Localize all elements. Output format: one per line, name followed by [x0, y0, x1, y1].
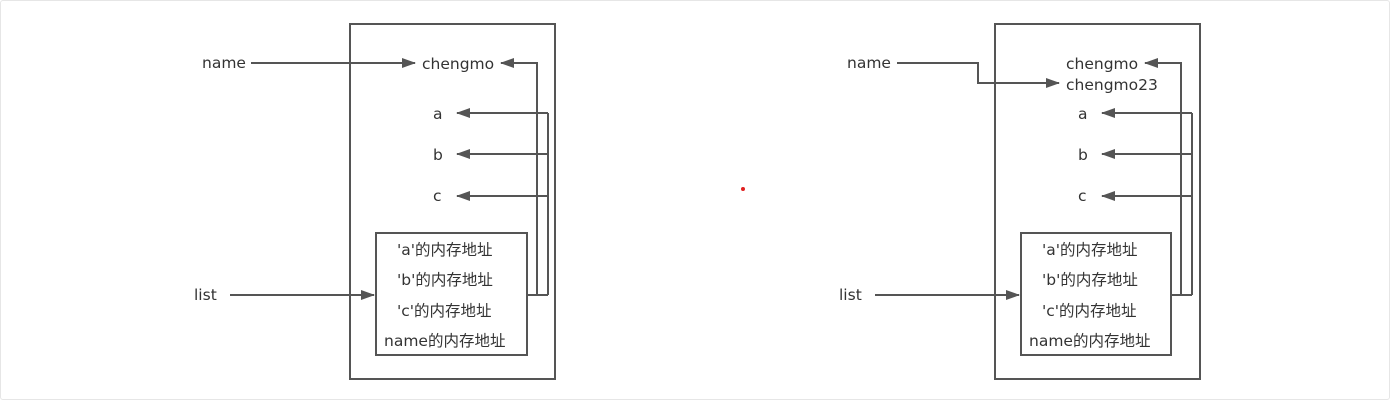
list-slot-b: 'b'的内存地址	[1042, 271, 1138, 289]
new-name-value: chengmo23	[1066, 76, 1158, 94]
list-slot-a: 'a'的内存地址	[1042, 241, 1138, 259]
list-slot-name: name的内存地址	[1029, 332, 1150, 350]
list-label: list	[839, 286, 862, 304]
item-c: c	[433, 187, 442, 205]
memory-box	[349, 23, 556, 380]
list-slot-c: 'c'的内存地址	[397, 302, 492, 320]
slot-name-arrow	[500, 58, 538, 296]
left-diagram: name list chengmo a b c 'a'的内存地址 'b'的内存地…	[194, 23, 556, 380]
list-slot-c: 'c'的内存地址	[1042, 302, 1137, 320]
item-a: a	[1078, 105, 1088, 123]
list-label: list	[194, 286, 217, 304]
name-label: name	[847, 54, 891, 72]
old-name-value: chengmo	[1066, 55, 1138, 73]
item-a: a	[433, 105, 443, 123]
right-diagram: name list chengmo chengmo23 a b c 'a'的内存…	[839, 23, 1201, 380]
item-c: c	[1078, 187, 1087, 205]
name-arrow	[897, 62, 1060, 88]
memory-box	[994, 23, 1201, 380]
list-slot-name: name的内存地址	[384, 332, 505, 350]
item-b: b	[433, 146, 443, 164]
cursor-dot	[741, 187, 745, 191]
item-b: b	[1078, 146, 1088, 164]
name-value: chengmo	[422, 55, 494, 73]
name-label: name	[202, 54, 246, 72]
list-slot-b: 'b'的内存地址	[397, 271, 493, 289]
list-slot-a: 'a'的内存地址	[397, 241, 493, 259]
slot-name-arrow	[1144, 58, 1182, 296]
